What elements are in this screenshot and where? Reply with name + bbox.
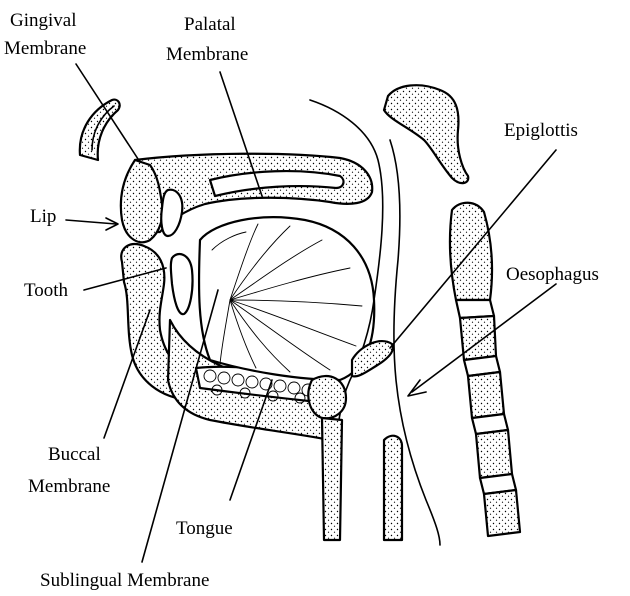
lower-tooth <box>171 254 193 314</box>
nose <box>80 100 120 160</box>
gingival-label-line2: Membrane <box>4 38 86 59</box>
oesophagus-label: Oesophagus <box>506 264 599 285</box>
tooth-label: Tooth <box>24 280 69 301</box>
sublingual-label: Sublingual Membrane <box>40 570 209 591</box>
larynx <box>308 376 402 540</box>
upper-tooth <box>161 190 182 236</box>
lip-leader <box>66 220 116 224</box>
tongue-label: Tongue <box>176 518 233 539</box>
palatal-label-line1: Palatal <box>184 14 236 35</box>
epiglottis-label: Epiglottis <box>504 120 578 141</box>
tongue <box>199 217 374 380</box>
gingival-label-line1: Gingival <box>10 10 77 31</box>
vertebral-column <box>450 203 520 536</box>
palatal-label-line2: Membrane <box>166 44 248 65</box>
buccal-label-line2: Membrane <box>28 476 110 497</box>
buccal-label-line1: Buccal <box>48 444 101 465</box>
lip-label: Lip <box>30 206 56 227</box>
